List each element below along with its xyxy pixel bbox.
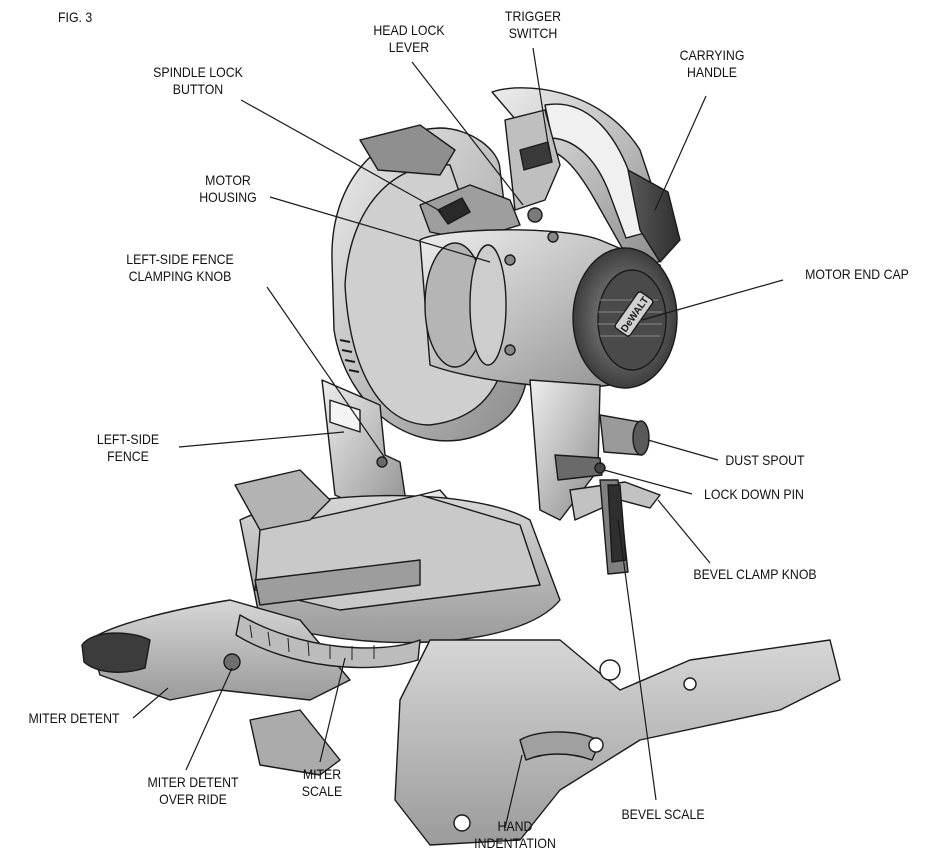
label-line: CLAMPING KNOB (128, 268, 232, 284)
label-line: CARRYING (679, 47, 745, 63)
label-line: BUTTON (172, 81, 224, 97)
leader-motor-end-cap (641, 279, 784, 321)
leader-bevel-clamp-knob (657, 499, 711, 564)
label-line: BEVEL CLAMP KNOB (693, 566, 817, 582)
leader-motor-housing (269, 196, 491, 263)
leader-spindle-lock-button (240, 99, 443, 213)
leader-bevel-scale (617, 519, 657, 801)
miter-arm (89, 599, 351, 701)
leader-carrying-handle (654, 95, 707, 211)
label-dust-spout: DUST SPOUT (718, 452, 811, 469)
label-line: INDENTATION (474, 835, 556, 851)
label-head-lock-lever: HEAD LOCK LEVER (361, 22, 458, 56)
label-miter-detent: MITER DETENT (21, 710, 127, 727)
leader-hand-indentation (504, 754, 523, 829)
label-line: LEVER (388, 39, 430, 55)
label-left-side-fence-clamping-knob: LEFT-SIDE FENCE CLAMPING KNOB (110, 251, 251, 285)
label-line: FENCE (107, 448, 149, 464)
label-line: MOTOR END CAP (805, 266, 909, 282)
label-hand-indentation: HAND INDENTATION (458, 818, 572, 852)
label-line: SPINDLE LOCK (153, 64, 243, 80)
leader-head-lock-lever (411, 61, 524, 206)
label-miter-detent-over-ride: MITER DETENT OVER RIDE (138, 774, 249, 808)
label-line: MITER (302, 766, 342, 782)
leader-dust-spout (647, 439, 719, 461)
label-line: SCALE (301, 783, 343, 799)
label-spindle-lock-button: SPINDLE LOCK BUTTON (138, 64, 258, 98)
label-line: OVER RIDE (159, 791, 227, 807)
label-line: MITER DETENT (28, 710, 120, 726)
leader-fence-clamping-knob (266, 286, 386, 459)
label-line: HANDLE (687, 64, 737, 80)
leader-left-side-fence (178, 431, 345, 448)
label-line: SWITCH (508, 25, 558, 41)
label-line: HAND (497, 818, 533, 834)
base (394, 639, 841, 846)
label-motor-end-cap: MOTOR END CAP (791, 266, 923, 283)
label-line: HEAD LOCK (373, 22, 445, 38)
label-bevel-scale: BEVEL SCALE (606, 806, 720, 823)
label-line: DUST SPOUT (725, 452, 805, 468)
label-motor-housing: MOTOR HOUSING (184, 172, 272, 206)
label-lock-down-pin: LOCK DOWN PIN (696, 486, 812, 503)
leader-miter-detent (132, 687, 169, 719)
figure-number-text: FIG. 3 (58, 9, 93, 25)
label-line: LEFT-SIDE (96, 431, 160, 447)
label-bevel-clamp-knob: BEVEL CLAMP KNOB (682, 566, 828, 583)
label-line: TRIGGER (504, 8, 562, 24)
label-line: MOTOR (205, 172, 251, 188)
label-carrying-handle: CARRYING HANDLE (668, 47, 756, 81)
label-left-side-fence: LEFT-SIDE FENCE (84, 431, 172, 465)
leader-trigger-switch (532, 47, 550, 151)
label-line: MITER DETENT (147, 774, 239, 790)
label-line: HOUSING (199, 189, 257, 205)
leader-miter-detent-over-ride (185, 667, 233, 771)
label-line: LEFT-SIDE FENCE (126, 251, 234, 267)
label-line: LOCK DOWN PIN (704, 486, 804, 502)
miter-detent-override-knob (223, 653, 241, 671)
figure-number: FIG. 3 (58, 9, 92, 26)
leader-miter-scale (319, 657, 346, 763)
label-trigger-switch: TRIGGER SWITCH (493, 8, 572, 42)
label-miter-scale: MITER SCALE (292, 766, 352, 800)
label-line: BEVEL SCALE (621, 806, 705, 822)
leader-lock-down-pin (603, 469, 693, 495)
